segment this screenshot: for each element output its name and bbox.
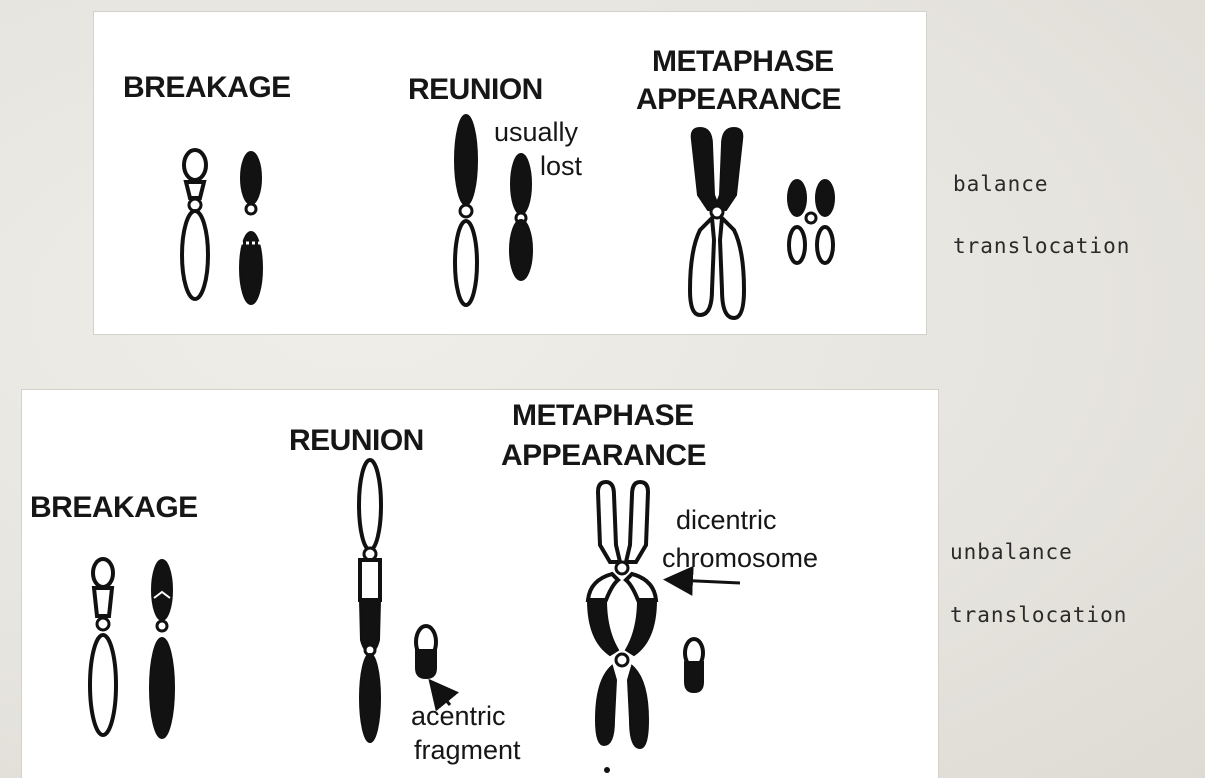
top-reunion-heading: REUNION: [408, 74, 543, 106]
top-breakage-heading: BREAKAGE: [123, 72, 291, 104]
top-note-line1: usually: [494, 118, 578, 147]
top-metaphase-small-chromosome: [788, 180, 834, 263]
bottom-reunion-long-chromosome: [359, 460, 381, 742]
top-breakage-dark-chromosome: [240, 152, 262, 304]
bottom-dicentric-chromosome: [588, 482, 656, 748]
dicentric-label-line2: chromosome: [662, 544, 818, 573]
bottom-reunion-heading: REUNION: [289, 425, 424, 457]
top-reunion-chromosome-1: [455, 115, 477, 305]
top-note-line2: lost: [540, 152, 582, 181]
top-metaphase-large-chromosome: [690, 128, 744, 318]
top-reunion-chromosome-2: [510, 154, 532, 280]
top-breakage-open-chromosome: [182, 150, 208, 299]
bottom-breakage-heading: BREAKAGE: [30, 492, 198, 524]
bottom-breakage-open-chromosome: [90, 559, 116, 735]
acentric-label-line2: fragment: [414, 736, 521, 765]
dicentric-label-line1: dicentric: [676, 506, 777, 535]
balance-translocation-label: translocation: [953, 234, 1130, 258]
top-metaphase-heading-line1: METAPHASE: [652, 46, 834, 78]
balance-label: balance: [953, 172, 1049, 196]
bottom-metaphase-heading-line1: METAPHASE: [512, 400, 694, 432]
unbalance-label: unbalance: [950, 540, 1073, 564]
bottom-breakage-dark-chromosome: [150, 560, 174, 738]
bottom-metaphase-fragment: [685, 639, 703, 692]
dicentric-arrow: [675, 580, 740, 583]
acentric-label-line1: acentric: [411, 702, 506, 731]
bottom-metaphase-heading-line2: APPEARANCE: [501, 440, 706, 472]
bottom-acentric-fragment: [416, 626, 436, 678]
unbalance-translocation-label: translocation: [950, 603, 1127, 627]
ink-speck: [604, 767, 610, 773]
top-metaphase-heading-line2: APPEARANCE: [636, 84, 841, 116]
